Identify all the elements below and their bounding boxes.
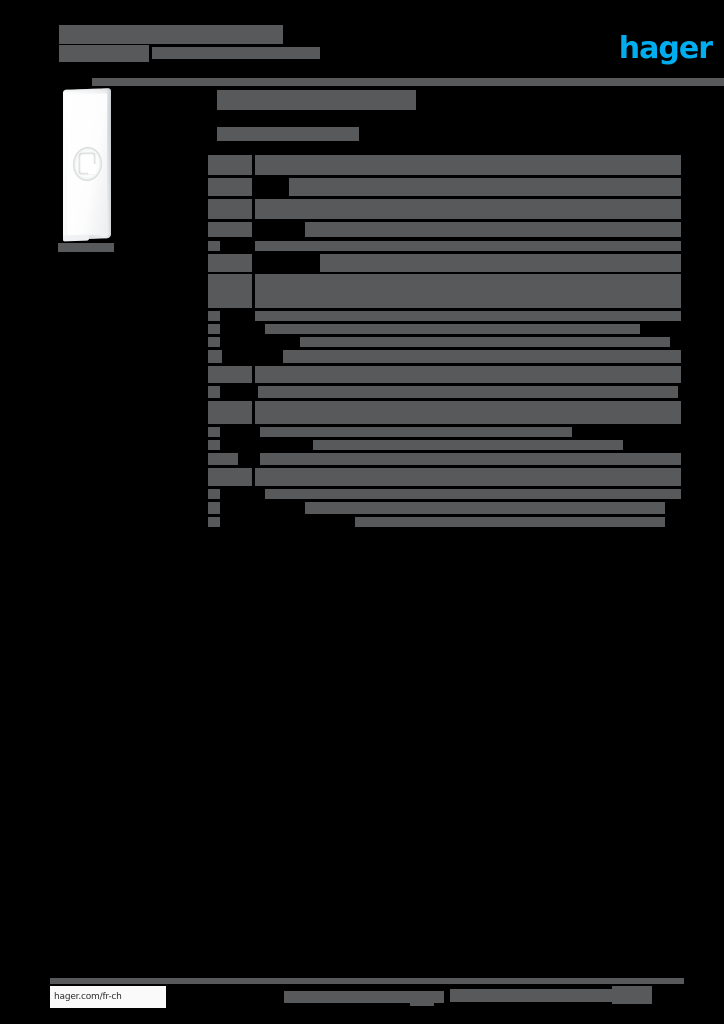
spec-value: ▮▮▮▮▮▮▮▮▮▮▮▮▮▮▮▮▮▮▮▮▮▮▮▮▮▮▮▮▮▮▮▮	[313, 440, 623, 450]
table-row: ▮▮▮▮▮▮▮▮▮▮▮▮▮▮▮▮▮▮▮▮▮▮▮▮▮▮▮▮▮▮▮▮▮▮▮▮▮▮▮▮…	[205, 254, 684, 272]
spec-value: ▮▮▮▮▮▮▮▮▮▮▮▮▮▮▮▮▮▮▮▮▮▮▮▮▮▮▮▮▮▮▮▮▮▮▮▮▮▮▮▮…	[320, 254, 681, 272]
spec-label: ▮▮▮▮▮▮▮▮▮	[208, 241, 220, 251]
table-row: ▮▮▮▮▮▮▮▮▮▮▮▮▮▮▮▮▮▮▮▮▮▮▮▮▮▮▮▮▮▮▮▮▮▮▮▮▮▮▮▮…	[205, 311, 684, 321]
table-row: ▮▮▮▮▮▮▮▮▮▮▮▮▮▮▮▮▮▮▮▮▮▮▮▮▮▮▮▮▮▮▮▮▮▮▮▮▮▮▮▮…	[205, 401, 684, 424]
spec-value: ▮▮▮▮▮▮▮▮▮▮▮▮▮▮▮▮▮▮▮▮▮▮▮▮▮▮▮▮▮▮▮▮▮▮	[305, 502, 665, 514]
table-row: ▮▮▮▮▮▮▮▮▮▮▮▮▮▮▮▮▮▮▮▮▮▮▮▮▮▮▮▮▮▮▮▮▮▮▮▮▮▮▮▮…	[205, 427, 684, 437]
spec-label: ▮▮▮ ▮ ▮▮▮▮	[208, 386, 220, 398]
spec-label: ▮▮▮▮▮▮▮▮	[208, 440, 220, 450]
spec-label: ▮▮▮▮▮▮▮▮▮▮	[208, 401, 252, 424]
table-row: ▮▮▮▮▮▮▮▮▮▮▮▮▮▮▮▮▮▮▮▮▮▮▮▮▮▮▮▮▮▮▮▮▮▮▮▮▮▮▮▮…	[205, 337, 684, 347]
spec-value: ▮▮▮▮▮▮▮▮▮▮▮▮▮▮▮▮▮▮▮▮▮▮▮▮▮▮▮▮▮▮▮▮▮▮▮▮▮▮▮▮…	[255, 199, 681, 219]
table-row: ▮▮▮ ▮ ▮▮▮▮ ▮▮▮▮▮▮▮▮▮▮▮▮▮▮▮▮▮▮▮▮▮▮▮▮▮▮▮▮▮▮…	[205, 386, 684, 398]
table-row: ▮▮▮▮▮▮▮▮▮▮▮▮▮▮▮▮▮▮▮▮▮▮▮▮▮▮▮▮▮▮▮▮▮▮▮▮▮▮▮▮…	[205, 453, 684, 465]
product-image-caption: ▮▮▮▮▮▮▮▮	[58, 243, 114, 252]
footer-url-box[interactable]: hager.com/fr-ch	[50, 986, 166, 1008]
table-row: ▮▮▮▮▮▮▮▮▮▮▮▮▮▮▮▮▮▮▮▮▮▮▮▮▮▮▮▮▮▮▮▮▮▮▮▮▮▮▮▮	[205, 440, 684, 450]
spec-label: ▮▮▮▮▮▮▮▮▮▮	[208, 155, 252, 175]
table-row: ▮▮▮▮▮▮▮▮▮▮▮▮▮▮▮▮▮▮▮▮▮▮▮▮▮▮▮▮▮▮▮▮▮▮▮▮▮▮▮▮…	[205, 350, 684, 363]
table-row: ▮▮▮▮▮▮▮▮▮▮▮▮▮▮▮▮▮▮▮▮▮▮▮▮▮▮▮▮▮▮▮▮▮▮▮▮▮▮▮▮…	[205, 324, 684, 334]
table-row: ▮▮▮ ▮▮ ▮▮▮▮ ▮▮▮▮▮▮▮▮▮▮▮▮▮▮▮▮▮▮▮▮▮▮▮▮▮▮▮▮▮…	[205, 222, 684, 237]
spec-value: ▮▮▮▮▮▮▮▮▮▮▮▮▮▮▮▮▮▮▮▮▮▮▮▮▮▮▮▮▮▮▮▮▮▮▮	[260, 427, 572, 437]
product-photo-cover-plate	[57, 85, 119, 243]
spec-label: ▮▮▮▮▮▮	[208, 337, 220, 347]
plate-notch	[88, 163, 96, 175]
table-row: ▮▮▮ ▮▮ ▮▮▮▮ ▮▮▮▮▮▮▮▮▮▮▮▮▮▮▮▮▮▮▮▮▮▮▮▮▮▮▮▮▮…	[205, 502, 684, 514]
spec-value: ▮▮▮▮▮▮▮▮▮▮▮▮▮▮▮▮▮▮▮▮▮▮▮▮▮▮▮▮▮▮▮▮▮▮▮▮▮▮▮▮…	[265, 489, 681, 499]
spec-label: ▮▮▮▮▮▮▮▮▮	[208, 254, 252, 272]
spec-value: ▮▮▮▮▮▮▮▮▮▮▮▮▮▮▮▮▮▮▮▮▮▮▮▮▮▮▮▮▮▮▮▮▮▮▮▮▮▮▮	[255, 274, 681, 308]
document-subtitle: ▮ ▮▮▮▮▮▮▮ ▮▮▮▮▮▮	[152, 47, 320, 59]
plate-bottom-tab	[63, 234, 89, 242]
spec-value: ▮▮▮▮▮▮▮▮▮▮▮▮▮▮▮▮▮▮▮▮▮▮▮▮▮▮▮▮▮▮▮▮▮▮▮▮▮	[289, 178, 681, 196]
table-row: ▮▮▮▮▮▮▮▮▮▮▮▮▮▮▮▮▮▮▮▮▮▮▮▮▮▮▮▮▮▮▮▮▮▮▮▮▮▮▮▮…	[205, 199, 684, 219]
spec-label: ▮▮▮▮▮▮▮▮▮▮	[208, 468, 252, 486]
header-divider	[92, 78, 724, 86]
table-row: ▮▮▮▮▮▮▮▮▮▮▮▮▮▮▮▮▮▮▮▮▮▮▮▮▮▮▮▮▮▮▮▮▮▮▮▮▮▮▮▮…	[205, 366, 684, 383]
page-footer: hager.com/fr-ch ▮▮▮▮▮▮▮ ▮▮▮▮▮▮▮▮ ▮▮ ▮▮▮▮…	[40, 978, 684, 1014]
footer-center-text-2: ▮▮	[410, 995, 434, 1006]
spec-value: ▮▮▮▮▮▮▮▮▮▮▮▮▮▮▮▮▮▮▮▮▮▮▮▮▮▮▮▮▮▮▮▮▮▮▮▮▮	[255, 468, 681, 486]
spec-value: ▮▮▮▮▮▮▮▮▮▮▮▮▮▮▮▮▮▮▮▮▮▮▮▮▮▮▮▮▮▮▮▮▮▮▮▮▮▮▮▮…	[355, 517, 665, 527]
spec-label: ▮▮▮ ▮▮ ▮▮▮▮	[208, 222, 252, 237]
spec-label: ▮▮▮▮▮▮▮▮▮▮	[208, 453, 238, 465]
document-title-line-1: ▮▮▮▮▮ ▮▮▮▮▮▮▮▮▮▮ ▮▮	[59, 25, 283, 44]
spec-value: ▮▮▮▮▮▮▮▮▮▮▮▮▮▮▮▮▮▮▮▮▮▮▮▮▮▮▮▮▮▮▮▮▮▮▮▮▮▮▮▮…	[260, 453, 681, 465]
table-row: ▮▮▮▮▮▮▮▮▮▮▮▮▮▮▮▮▮▮▮▮▮▮▮▮▮▮▮▮▮▮▮▮▮▮▮▮▮▮▮▮…	[205, 468, 684, 486]
table-row: ▮▮▮▮▮▮▮▮▮▮▮▮▮▮▮▮▮▮▮▮▮▮▮▮▮▮▮▮▮▮▮▮▮▮▮▮▮▮▮▮…	[205, 155, 684, 175]
spec-label: ▮▮▮▮▮▮	[208, 199, 252, 219]
spec-label: ▮▮▮▮▮▮▮	[208, 366, 252, 383]
specification-table: ▮▮▮▮▮▮▮▮▮▮▮▮▮▮▮▮▮▮▮▮▮▮▮▮▮▮▮▮▮▮▮▮▮▮▮▮▮▮▮▮…	[205, 155, 684, 530]
spec-value: ▮▮▮▮▮▮▮▮▮▮▮▮▮▮▮▮▮▮▮▮▮▮▮▮▮▮▮▮▮▮▮▮▮▮	[283, 350, 681, 363]
spec-value: ▮▮▮▮▮▮▮▮▮▮▮▮▮▮▮▮▮▮▮▮▮▮▮▮▮▮▮▮▮▮▮▮▮▮	[305, 222, 681, 237]
spec-label: ▮▮▮▮▮▮▮	[208, 311, 220, 321]
spec-value: ▮▮▮▮▮▮▮▮▮▮▮▮▮▮▮▮▮▮▮▮▮▮▮▮▮▮▮▮▮▮▮▮▮▮▮▮▮▮▮▮…	[255, 155, 681, 175]
table-row: ▮▮▮▮▮▮▮▮▮▮▮▮▮▮▮▮▮▮▮▮▮▮▮▮▮▮▮▮▮▮▮▮▮▮▮▮▮▮▮▮…	[205, 241, 684, 251]
footer-center-text: ▮▮▮▮▮▮▮ ▮▮▮▮▮▮▮▮	[284, 991, 444, 1003]
spec-value: ▮▮▮▮▮▮▮▮▮▮▮▮▮▮▮▮▮▮▮▮▮▮▮▮▮▮▮▮▮▮▮▮▮▮▮▮▮▮	[300, 337, 670, 347]
product-image-panel: ▮▮▮▮▮▮▮▮	[46, 82, 196, 262]
page-title: ▮▮▮▮▮▮ ▮▮▮▮▮ ▮▮▮▮▮▮	[217, 90, 416, 110]
spec-label: ▮▮▮▮▮▮	[208, 489, 220, 499]
footer-divider	[50, 978, 684, 984]
spec-label: ▮▮▮▮▮▮▮▮	[208, 274, 252, 308]
hager-logo-text: hager	[618, 31, 713, 66]
footer-center-text-3: ▮▮▮▮▮▮▮▮ ▮▮▮▮▮▮▮▮▮▮	[450, 989, 620, 1002]
spec-label: ▮▮▮▮▮▮▮▮▮▮	[208, 178, 252, 196]
spec-value: ▮▮▮▮▮▮▮▮▮▮▮▮▮▮▮▮▮▮▮▮▮▮▮▮▮▮▮▮▮▮▮▮▮▮▮▮▮▮▮▮…	[258, 386, 678, 398]
table-row: ▮▮▮▮▮▮▮▮▮▮▮▮▮▮▮▮▮▮▮▮▮▮▮▮▮▮▮▮▮▮▮▮▮▮▮▮▮▮▮▮…	[205, 489, 684, 499]
spec-value: ▮▮▮▮▮▮▮▮▮▮▮▮▮▮▮▮▮▮▮▮▮▮▮▮▮▮▮▮▮▮▮▮▮▮▮▮▮▮▮▮…	[255, 401, 681, 424]
table-row: ▮▮▮▮▮▮▮▮▮▮▮▮▮▮▮▮▮▮▮▮▮▮▮▮▮▮▮▮▮▮▮▮▮▮▮▮▮▮▮▮…	[205, 274, 684, 308]
spec-value: ▮▮▮▮▮▮▮▮▮▮▮▮▮▮▮▮▮▮▮▮▮▮▮▮▮▮▮▮▮▮▮▮▮▮▮▮▮▮▮▮…	[255, 241, 681, 251]
spec-value: ▮▮▮▮▮▮▮▮▮▮▮▮▮▮▮▮▮▮▮▮▮▮▮▮▮▮▮▮▮▮▮▮▮▮▮▮▮▮▮	[255, 366, 681, 383]
section-subtitle: ▮▮▮▮▮▮▮▮▮ ▮▮▮▮▮▮▮	[217, 127, 359, 141]
table-row: ▮▮▮▮▮▮▮▮▮▮▮▮▮▮▮▮▮▮▮▮▮▮▮▮▮▮▮▮▮▮▮▮▮▮▮▮▮▮▮▮…	[205, 178, 684, 196]
spec-label: ▮▮▮▮▮▮▮▮▮	[208, 517, 220, 527]
footer-url-link[interactable]: hager.com/fr-ch	[54, 992, 122, 1002]
spec-label: ▮▮▮▮▮▮▮▮▮▮▮	[208, 324, 220, 334]
page-header: ▮▮▮▮▮ ▮▮▮▮▮▮▮▮▮▮ ▮▮ ▮▮▮▮▮▮ ▮ ▮▮▮▮▮▮▮ ▮▮▮…	[40, 12, 724, 86]
table-row: ▮▮▮▮▮▮▮▮▮▮▮▮▮▮▮▮▮▮▮▮▮▮▮▮▮▮▮▮▮▮▮▮▮▮▮▮▮▮▮▮…	[205, 517, 684, 527]
spec-value: ▮▮▮▮▮▮▮▮▮▮▮▮▮▮▮▮▮▮▮▮▮▮▮▮▮▮▮▮▮▮▮▮▮▮▮▮▮▮▮▮…	[265, 324, 640, 334]
document-title-line-2: ▮▮▮▮▮▮	[59, 45, 149, 62]
page-number: ▮▮	[625, 991, 649, 1003]
spec-label: ▮▮▮▮▮▮▮▮▮▮▮▮	[208, 350, 222, 363]
spec-value: ▮▮▮▮▮▮▮▮▮▮▮▮▮▮▮▮▮▮▮▮▮▮▮▮▮▮▮▮▮▮▮▮▮▮▮▮	[255, 311, 681, 321]
hager-logo: hager	[596, 28, 713, 66]
spec-label: ▮▮▮ ▮▮ ▮▮▮▮	[208, 502, 220, 514]
spec-label: ▮▮▮▮▮▮▮	[208, 427, 220, 437]
